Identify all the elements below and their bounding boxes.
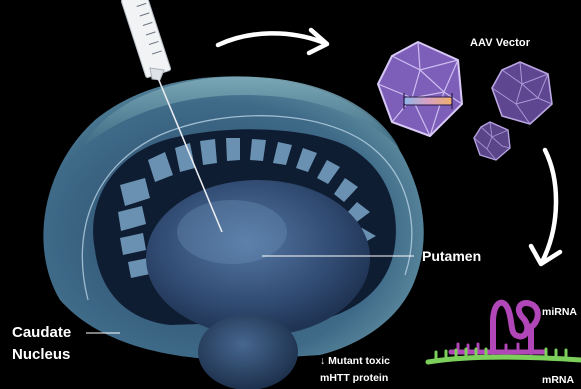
caudate-label-line2: Nucleus <box>12 344 71 366</box>
mutant-label-line2: mHTT protein <box>320 370 390 387</box>
arrow-to-vector <box>218 33 322 45</box>
mirna-hairpin <box>451 303 545 352</box>
lower-lobe <box>198 314 298 389</box>
aav-capsid-medium <box>492 62 552 124</box>
aav-capsid-small <box>474 122 510 160</box>
mirna-label: miRNA <box>542 306 577 318</box>
aav-capsid-large <box>378 42 462 136</box>
putamen-label: Putamen <box>422 248 481 264</box>
arrow-to-rna <box>543 150 556 260</box>
aav-vector-label: AAV Vector <box>470 37 530 49</box>
gene-payload <box>404 97 452 105</box>
mrna-label: mRNA <box>542 374 574 386</box>
mutant-protein-label: ↓ Mutant toxic mHTT protein <box>320 353 390 387</box>
mutant-label-line1: ↓ Mutant toxic <box>320 353 390 370</box>
brain-structure <box>43 76 423 389</box>
caudate-nucleus-label: Caudate Nucleus <box>12 322 71 366</box>
caudate-label-line1: Caudate <box>12 322 71 344</box>
putamen-highlight <box>177 200 287 264</box>
